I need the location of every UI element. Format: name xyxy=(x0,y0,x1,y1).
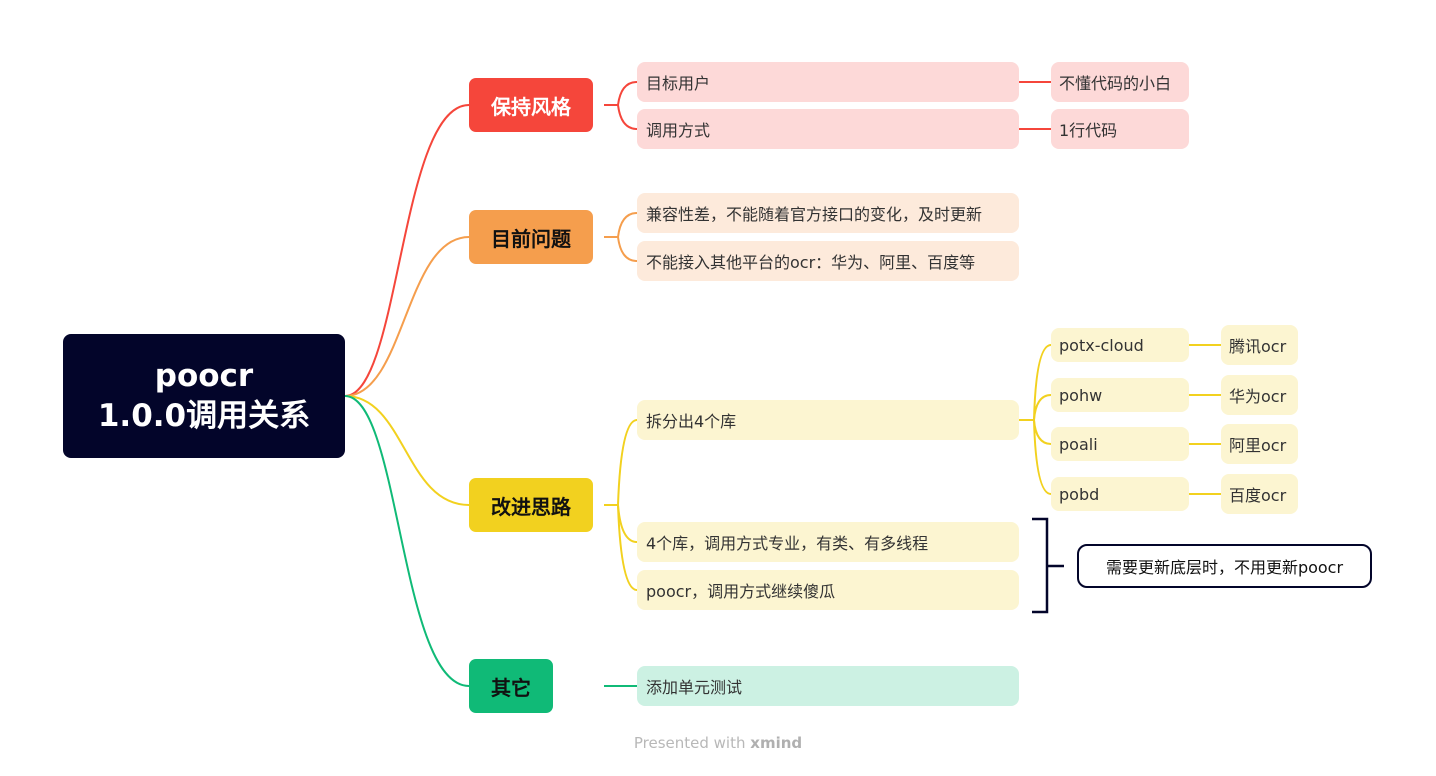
topic-label: 添加单元测试 xyxy=(646,678,743,697)
topic-target-user[interactable]: 目标用户 xyxy=(637,62,1019,102)
branch-label: 保持风格 xyxy=(491,94,571,119)
summary-label: 需要更新底层时，不用更新poocr xyxy=(1105,558,1344,577)
footer-prefix: Presented with xyxy=(633,734,746,752)
topic-label: poali xyxy=(1059,434,1098,454)
footer-brand-logo: xmind xyxy=(750,734,803,752)
topic-beginner-user[interactable]: 不懂代码的小白 xyxy=(1051,62,1189,102)
topic-split-libraries[interactable]: 拆分出4个库 xyxy=(637,400,1019,440)
summary-note[interactable]: 需要更新底层时，不用更新poocr xyxy=(1077,544,1372,588)
topic-label: 1行代码 xyxy=(1059,121,1118,140)
branch-label: 其它 xyxy=(491,675,531,700)
connector-root-branch-3 xyxy=(344,395,470,506)
topic-label: 兼容性差，不能随着官方接口的变化，及时更新 xyxy=(646,205,983,224)
topic-label: 调用方式 xyxy=(646,121,711,140)
topic-label: 百度ocr xyxy=(1229,486,1287,505)
topic-label: poocr，调用方式继续傻瓜 xyxy=(646,582,836,601)
topic-compatibility[interactable]: 兼容性差，不能随着官方接口的变化，及时更新 xyxy=(637,193,1019,233)
branch-current-issues[interactable]: 目前问题 xyxy=(469,210,593,264)
connector-b2-s2 xyxy=(604,236,638,262)
topic-label: 目标用户 xyxy=(646,74,711,93)
connector-b3-s3 xyxy=(604,504,638,591)
connector-b1-s1 xyxy=(604,81,638,106)
root-topic[interactable]: poocr 1.0.0调用关系 xyxy=(63,334,345,458)
topic-four-libs-pro[interactable]: 4个库，调用方式专业，有类、有多线程 xyxy=(637,522,1019,562)
branch-improvement[interactable]: 改进思路 xyxy=(469,478,593,532)
root-title-line1: poocr xyxy=(154,358,254,394)
topic-label: 4个库，调用方式专业，有类、有多线程 xyxy=(646,534,929,553)
lib-pohw[interactable]: pohw xyxy=(1051,378,1189,412)
connector-root-branch-1 xyxy=(344,104,470,397)
connector-root-branch-2 xyxy=(344,236,470,397)
connector-b1-s2 xyxy=(604,104,638,130)
topic-unit-tests[interactable]: 添加单元测试 xyxy=(637,666,1019,706)
lib-potx-cloud[interactable]: potx-cloud xyxy=(1051,328,1189,362)
topic-label: 腾讯ocr xyxy=(1229,337,1287,356)
ocr-tencent[interactable]: 腾讯ocr xyxy=(1221,325,1298,365)
connector-root-branch-4 xyxy=(344,395,470,687)
lib-pobd[interactable]: pobd xyxy=(1051,477,1189,511)
topic-label: 拆分出4个库 xyxy=(646,412,737,431)
branch-label: 目前问题 xyxy=(491,226,571,251)
topic-label: 不懂代码的小白 xyxy=(1059,74,1172,93)
topic-label: 不能接入其他平台的ocr：华为、阿里、百度等 xyxy=(646,253,976,272)
topic-label: pobd xyxy=(1059,484,1100,504)
ocr-baidu[interactable]: 百度ocr xyxy=(1221,474,1298,514)
ocr-huawei[interactable]: 华为ocr xyxy=(1221,375,1298,415)
topic-label: 华为ocr xyxy=(1229,387,1287,406)
root-title-line2: 1.0.0调用关系 xyxy=(97,398,311,434)
connector-b2-s1 xyxy=(604,212,638,238)
topic-call-method[interactable]: 调用方式 xyxy=(637,109,1019,149)
connector-b3-lib4 xyxy=(1019,419,1052,495)
topic-label: pohw xyxy=(1059,385,1103,405)
lib-poali[interactable]: poali xyxy=(1051,427,1189,461)
connector-b3-s1 xyxy=(604,419,638,506)
summary-bracket xyxy=(1032,517,1064,614)
branch-other[interactable]: 其它 xyxy=(469,659,553,713)
topic-label: 阿里ocr xyxy=(1229,436,1287,455)
branch-label: 改进思路 xyxy=(491,494,571,519)
topic-poocr-simple[interactable]: poocr，调用方式继续傻瓜 xyxy=(637,570,1019,610)
footer-credit: Presented with xmind xyxy=(0,734,1436,752)
ocr-aliyun[interactable]: 阿里ocr xyxy=(1221,424,1298,464)
topic-label: potx-cloud xyxy=(1059,335,1144,355)
branch-keep-style[interactable]: 保持风格 xyxy=(469,78,593,132)
topic-one-line-code[interactable]: 1行代码 xyxy=(1051,109,1189,149)
topic-other-platforms[interactable]: 不能接入其他平台的ocr：华为、阿里、百度等 xyxy=(637,241,1019,281)
